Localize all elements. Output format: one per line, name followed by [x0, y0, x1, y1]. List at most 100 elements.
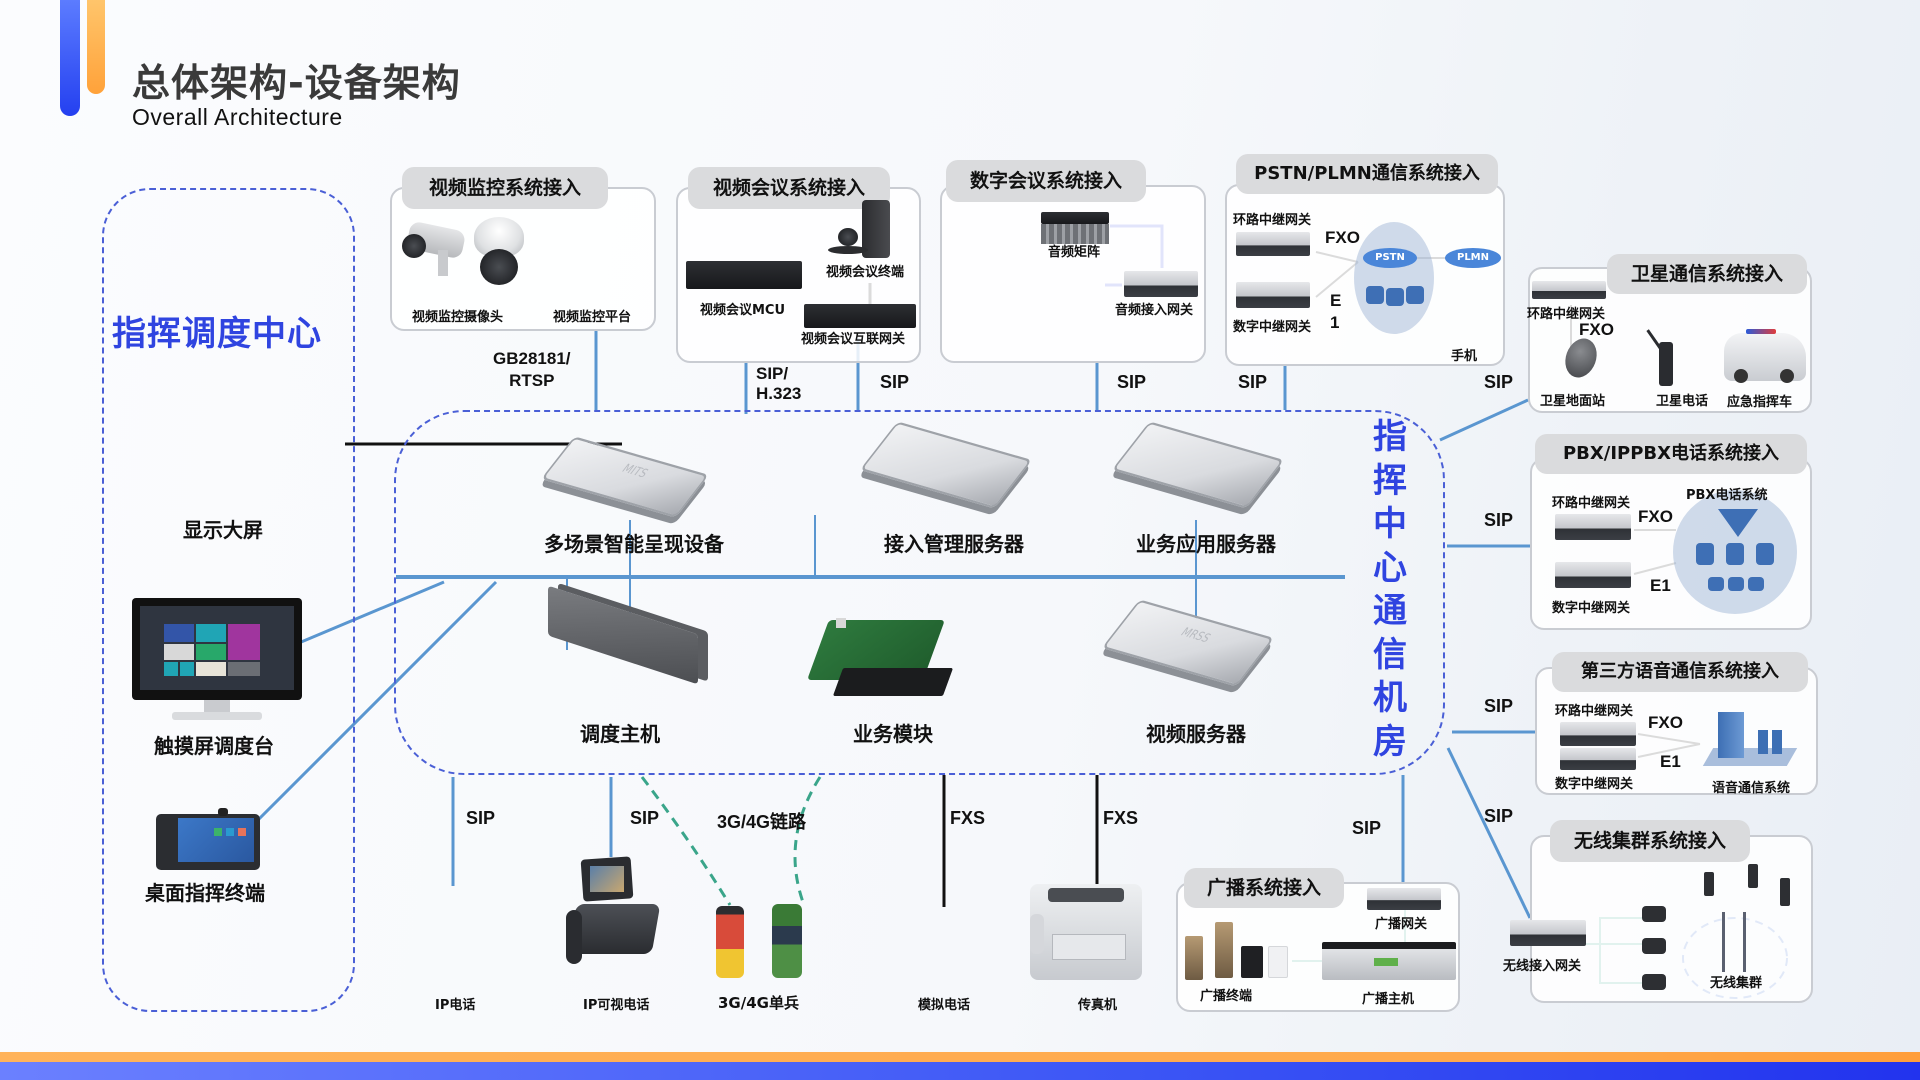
video-conference-title: 视频会议系统接入 — [688, 167, 890, 209]
third-party-digital-gateway-icon — [1560, 748, 1636, 770]
touchscreen-console-label: 触摸屏调度台 — [154, 734, 274, 758]
trunking-box — [1530, 835, 1813, 1003]
surveillance-platform-label: 视频监控平台 — [553, 310, 632, 325]
comm-room-title: 指挥中心通信机房 — [1373, 417, 1407, 762]
conference-mcu-icon — [686, 261, 802, 289]
satellite-phone-label: 卫星电话 — [1656, 394, 1709, 409]
satellite-phone-icon — [1646, 328, 1675, 388]
link-satellite — [1439, 398, 1529, 442]
broadcast-terminal-label: 广播终端 — [1200, 989, 1253, 1004]
header-accent-bar-orange — [87, 0, 105, 94]
protocol-gb28181-rtsp: GB28181/ RTSP — [493, 349, 571, 390]
app-server-label: 业务应用服务器 — [1136, 532, 1276, 556]
protocol-sip-broadcast: SIP — [1352, 818, 1382, 838]
ground-station-label: 卫星地面站 — [1540, 394, 1606, 409]
pbx-fxo-label: FXO — [1638, 507, 1673, 526]
pbx-loop-gateway-label: 环路中继网关 — [1552, 496, 1631, 511]
protocol-sip-digital-conf: SIP — [1117, 372, 1147, 392]
wireless-gateway-label: 无线接入网关 — [1503, 959, 1582, 974]
pstn-loop-gateway-icon — [1236, 232, 1310, 256]
conference-gateway-label: 视频会议互联网关 — [801, 332, 906, 347]
pbx-digital-gateway-label: 数字中继网关 — [1552, 601, 1631, 616]
video-surveillance-title: 视频监控系统接入 — [402, 167, 608, 209]
dome-camera-icon — [474, 217, 524, 289]
fax-machine-icon — [1030, 884, 1142, 980]
third-party-loop-gateway-label: 环路中继网关 — [1555, 704, 1634, 719]
video-surveillance-box — [390, 187, 656, 331]
command-center-title: 指挥调度中心 — [112, 314, 322, 354]
broadcast-host-label: 广播主机 — [1362, 992, 1415, 1007]
pbx-system-label: PBX电话系统 — [1686, 488, 1768, 503]
display-wall-label: 显示大屏 — [183, 518, 263, 542]
audio-gateway-icon — [1124, 271, 1198, 297]
protocol-3g4g-link: 3G/4G链路 — [717, 812, 807, 832]
command-vehicle-icon — [1724, 329, 1806, 383]
pbx-loop-gateway-icon — [1555, 514, 1631, 540]
desktop-terminal-label: 桌面指挥终端 — [145, 881, 265, 905]
touchscreen-console-icon — [132, 598, 302, 722]
video-server-label: 视频服务器 — [1146, 722, 1246, 746]
broadcast-gateway-label: 广播网关 — [1375, 917, 1428, 932]
protocol-fxs-analog: FXS — [950, 808, 986, 828]
surveillance-camera-label: 视频监控摄像头 — [412, 310, 504, 325]
pstn-e1-label: E 1 — [1330, 291, 1342, 332]
service-module-label: 业务模块 — [853, 722, 933, 746]
footer-orange-band — [0, 1052, 1920, 1064]
pstn-digital-gateway-label: 数字中继网关 — [1233, 320, 1312, 335]
smart-display-device-label: 多场景智能呈现设备 — [544, 532, 724, 556]
voice-system-label: 语音通信系统 — [1712, 781, 1791, 796]
voice-system-icon — [1700, 712, 1798, 774]
digital-conference-title: 数字会议系统接入 — [946, 160, 1146, 202]
desktop-terminal-icon — [156, 808, 260, 870]
pstn-plmn-box — [1225, 184, 1505, 366]
pbx-title: PBX/IPPBX电话系统接入 — [1535, 434, 1807, 474]
pbx-e1-label: E1 — [1650, 576, 1671, 595]
protocol-sip-satellite: SIP — [1484, 372, 1514, 392]
broadcast-host-icon — [1322, 942, 1456, 980]
satellite-title: 卫星通信系统接入 — [1607, 254, 1807, 294]
satellite-loop-gateway-icon — [1532, 281, 1606, 299]
link-touch-console — [293, 580, 445, 647]
protocol-sip-h323: SIP/ H.323 — [756, 364, 802, 403]
command-center-panel — [102, 188, 355, 1012]
broadcast-title: 广播系统接入 — [1184, 868, 1344, 908]
audio-gateway-label: 音频接入网关 — [1115, 303, 1194, 318]
conference-terminal-icon — [828, 200, 894, 262]
pstn-cloud-icon: PSTN — [1363, 248, 1417, 268]
pstn-network-bubble — [1354, 222, 1434, 334]
pstn-digital-gateway-icon — [1236, 282, 1310, 308]
third-party-e1-label: E1 — [1660, 752, 1681, 771]
protocol-sip-third-party: SIP — [1484, 696, 1514, 716]
protocol-sip-pbx: SIP — [1484, 510, 1514, 530]
link-desktop-terminal — [253, 580, 498, 825]
pstn-fxo-label: FXO — [1325, 228, 1360, 247]
broadcast-speakers-icon — [1185, 922, 1291, 982]
third-party-loop-gateway-icon — [1560, 722, 1636, 746]
protocol-sip-trunking: SIP — [1484, 806, 1514, 826]
pbx-digital-gateway-icon — [1555, 562, 1631, 588]
radio-tower-icon — [1722, 912, 1746, 972]
service-module-icon — [807, 618, 958, 708]
handheld-radios-icon — [1704, 864, 1794, 944]
pstn-phones-icon — [1366, 286, 1426, 308]
header-accent-bar-blue — [60, 0, 80, 116]
conference-gateway-icon — [804, 304, 916, 328]
pbx-system-icon — [1690, 505, 1780, 600]
trunking-title: 无线集群系统接入 — [1550, 820, 1750, 862]
access-mgmt-server-label: 接入管理服务器 — [884, 532, 1024, 556]
link-trunking — [1446, 747, 1532, 919]
page-subtitle: Overall Architecture — [132, 104, 343, 130]
protocol-sip-ip-video-phone: SIP — [630, 808, 660, 828]
page-title: 总体架构-设备架构 — [132, 61, 461, 105]
link-3g4g-b — [793, 776, 822, 906]
third-party-fxo-label: FXO — [1648, 713, 1683, 732]
protocol-sip-video-gateway: SIP — [880, 372, 910, 392]
plmn-cloud-icon: PLMN — [1445, 248, 1501, 268]
ip-phone-label: IP电话 — [435, 998, 476, 1013]
protocol-sip-ip-phone: SIP — [466, 808, 496, 828]
satellite-loop-gateway-label: 环路中继网关 — [1527, 307, 1606, 322]
pstn-loop-gateway-label: 环路中继网关 — [1233, 213, 1312, 228]
radio-terminals-icon — [1638, 902, 1670, 994]
3g4g-handhelds-icon — [712, 904, 816, 980]
trunking-cluster-label: 无线集群 — [1710, 976, 1763, 991]
